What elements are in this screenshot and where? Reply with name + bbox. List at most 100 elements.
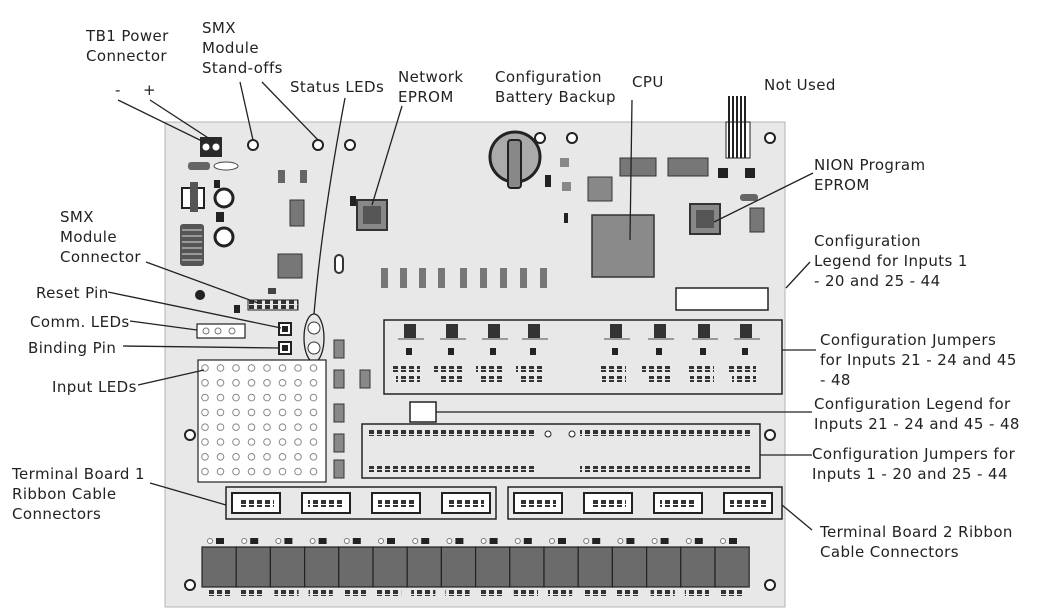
oscillator [334, 254, 344, 274]
input-led [216, 408, 225, 417]
input-led [309, 379, 318, 387]
mount-hole-small [568, 430, 576, 438]
jumper-pins [642, 366, 670, 372]
input-led [309, 364, 318, 372]
input-led [201, 438, 209, 446]
small-component [268, 288, 276, 294]
input-led [294, 408, 302, 417]
ribbon-connector-pins [308, 499, 344, 507]
jumper-pins [520, 376, 544, 382]
label-network-eprom: Network EPROM [398, 68, 464, 106]
jumper-pins [732, 376, 756, 382]
config-legend-21-24-45-48 [409, 401, 437, 423]
jumper-trace [648, 338, 674, 340]
label-status-leds: Status LEDs [290, 78, 385, 96]
label-polarity-plus: + [143, 81, 156, 99]
input-led [263, 379, 271, 387]
jumper-trace [692, 338, 718, 340]
terminal-marker [387, 538, 395, 544]
terminal-pins [513, 590, 538, 596]
input-led [247, 423, 256, 432]
input-led [216, 364, 225, 372]
input-led [216, 453, 225, 461]
jumper-chip [404, 324, 416, 338]
input-led [294, 423, 302, 432]
input-led [263, 467, 271, 476]
input-led [309, 467, 318, 476]
terminal-marker [216, 538, 224, 544]
terminal-marker [455, 538, 464, 544]
terminal-led [685, 538, 692, 544]
jumper-cap [700, 348, 706, 355]
terminal-led [309, 538, 316, 544]
jumper-pin-row [580, 430, 750, 436]
input-led [201, 453, 209, 461]
chip-small [749, 207, 765, 233]
input-led [201, 408, 209, 417]
terminal-block [475, 546, 511, 588]
jumper-chip [488, 324, 500, 338]
jumper-cap [448, 348, 454, 355]
terminal-led [549, 538, 555, 544]
jumper-pins [598, 366, 626, 372]
jumper-pin-row [366, 466, 536, 472]
power-regulator [181, 182, 205, 212]
terminal-marker [592, 538, 601, 544]
input-led [309, 408, 318, 417]
jumper-pins [438, 376, 462, 382]
jumper-pin-row [366, 430, 536, 436]
input-led [216, 467, 225, 476]
terminal-pins [308, 590, 333, 596]
input-led [263, 393, 271, 402]
terminal-block [201, 546, 237, 588]
input-led [232, 453, 240, 461]
label-not-used: Not Used [764, 76, 836, 94]
small-component [545, 175, 551, 187]
label-smx-standoffs: SMX Module Stand-offs [202, 19, 283, 77]
terminal-marker [660, 538, 669, 544]
terminal-marker [284, 538, 293, 544]
input-led [201, 467, 209, 476]
jumper-trace [482, 338, 508, 340]
terminal-block [269, 546, 306, 588]
terminal-marker [250, 538, 259, 544]
input-led [232, 393, 240, 402]
label-cpu: CPU [632, 73, 664, 91]
mounting-holes [184, 132, 776, 591]
input-led [232, 364, 240, 372]
ribbon-connector-pins [378, 499, 414, 507]
config-jumpers-21-24-45-48 [383, 319, 783, 395]
terminal-pins [684, 590, 709, 596]
jumper-pins [476, 366, 504, 372]
input-led [216, 379, 225, 387]
input-led [278, 379, 287, 387]
resistor-column [333, 339, 371, 479]
jumper-pins [646, 376, 670, 382]
terminal-pins [342, 590, 367, 596]
terminal-marker [694, 538, 703, 544]
jumper-chip [528, 324, 540, 338]
status-led [300, 170, 307, 183]
terminal-led [617, 538, 624, 544]
input-led [247, 408, 256, 417]
small-component [718, 168, 728, 178]
terminal-pins [445, 590, 470, 596]
label-comm-leds: Comm. LEDs [30, 313, 130, 331]
terminal-block [509, 546, 545, 588]
terminal-marker [729, 538, 737, 544]
jumper-pins [516, 366, 544, 372]
terminal-pins [274, 590, 299, 596]
inductor-coil [180, 224, 204, 266]
input-led [216, 393, 225, 402]
input-led [278, 364, 287, 372]
input-led [232, 379, 240, 387]
terminal-block [611, 546, 648, 588]
jumper-cap [490, 348, 496, 355]
terminal-block [543, 546, 579, 588]
label-config-legend-1-20-25-44: Configuration Legend for Inputs 1 - 20 a… [814, 232, 968, 290]
terminal-block [577, 546, 614, 588]
jumper-pins [728, 366, 756, 372]
input-led [278, 423, 287, 432]
label-config-jumpers-1-20-25-44: Configuration Jumpers for Inputs 1 - 20 … [812, 445, 1016, 483]
input-led [309, 393, 318, 402]
